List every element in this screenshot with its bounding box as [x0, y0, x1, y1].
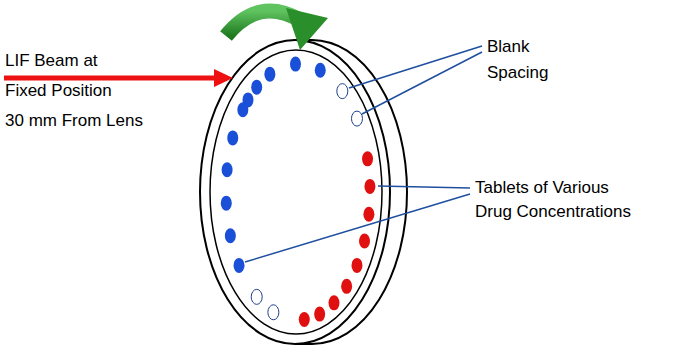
blue-tablet — [221, 196, 232, 211]
red-tablet — [314, 307, 325, 322]
blue-tablet — [225, 228, 236, 243]
tablet-ring — [221, 57, 376, 327]
red-tablet — [329, 295, 340, 310]
leader-line — [349, 46, 482, 88]
label-text: LIF Beam at Fixed Position 30 mm From Le… — [5, 46, 145, 136]
blue-tablet — [234, 258, 245, 273]
blue-tablet — [237, 102, 248, 117]
blue-tablet — [251, 80, 262, 95]
blank-slot — [351, 111, 362, 126]
rotation-arrow-head — [286, 8, 328, 50]
blank-slot — [251, 289, 262, 304]
leader-line — [362, 52, 482, 114]
label-text: Tablets of Various Drug Concentrations — [475, 176, 633, 224]
red-tablet — [299, 312, 310, 327]
blue-tablet — [227, 130, 238, 145]
rotation-arrow — [226, 8, 328, 50]
blue-tablet — [315, 63, 326, 78]
blank-slot — [268, 305, 279, 320]
leader-line — [378, 186, 470, 188]
red-tablet — [363, 207, 374, 222]
label-text: Blank Spacing — [487, 34, 551, 86]
blue-tablet — [290, 57, 301, 72]
disc-face — [200, 40, 390, 344]
red-tablet — [351, 258, 362, 273]
disc — [200, 40, 407, 344]
red-tablet — [364, 179, 375, 194]
blue-tablet — [264, 67, 275, 82]
leader-line — [245, 194, 470, 262]
blank-slot — [337, 84, 348, 99]
red-tablet — [359, 233, 370, 248]
red-tablet — [341, 279, 352, 294]
disc-inner-ring — [210, 50, 382, 334]
red-tablet — [362, 151, 373, 166]
leader-lines — [245, 46, 482, 262]
beam-shaft — [4, 76, 216, 81]
blue-tablet — [222, 162, 233, 177]
beam-head — [214, 69, 233, 87]
